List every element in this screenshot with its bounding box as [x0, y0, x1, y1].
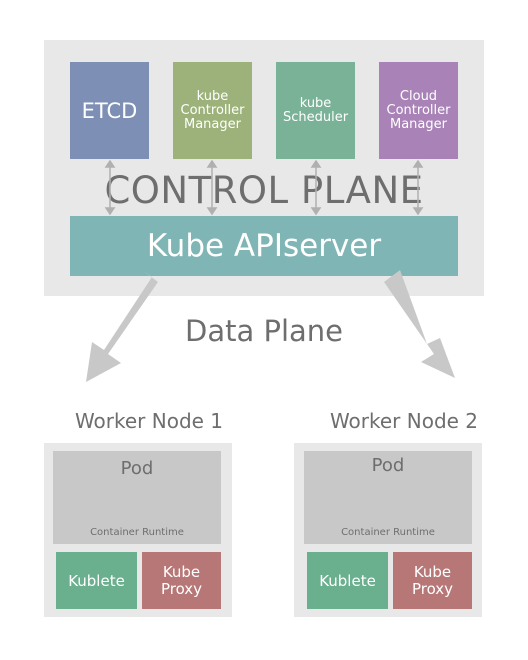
cloud-controller-manager-box: Cloud Controller Manager	[379, 62, 458, 159]
worker-node-2-kublete: Kublete	[307, 552, 388, 609]
worker-node-2-pod	[304, 451, 472, 544]
worker-node-1-pod-label: Pod	[120, 457, 154, 479]
etcd-connector-down-arrow	[104, 207, 116, 216]
worker-node-1-kublete: Kublete	[56, 552, 137, 609]
worker-node-1-kube-proxy: Kube Proxy	[142, 552, 221, 609]
worker-node-2-container-runtime: Container Runtime	[341, 526, 435, 538]
worker-node-1-pod	[53, 451, 221, 544]
kcm-connector-up-arrow	[206, 159, 218, 168]
scheduler-connector-up-arrow	[310, 159, 322, 168]
control-plane-label: CONTROL PLANE	[104, 168, 424, 212]
ccm-connector-down-arrow	[412, 207, 424, 216]
worker-node-1-container-runtime: Container Runtime	[90, 526, 184, 538]
kube-scheduler-box: kube Scheduler	[276, 62, 355, 159]
worker-node-2-pod-label: Pod	[371, 454, 405, 476]
component-api-connectors	[104, 159, 424, 216]
ccm-connector-up-arrow	[412, 159, 424, 168]
worker-node-2-title: Worker Node 2	[329, 409, 479, 433]
kube-controller-manager-box: kube Controller Manager	[173, 62, 252, 159]
kube-apiserver-box: Kube APIserver	[70, 216, 458, 276]
etcd-connector-up-arrow	[104, 159, 116, 168]
data-plane-arrows	[86, 270, 455, 382]
etcd-box: ETCD	[70, 62, 149, 159]
data-plane-label: Data Plane	[185, 314, 343, 348]
worker-node-2-kube-proxy: Kube Proxy	[393, 552, 472, 609]
kcm-connector-down-arrow	[206, 207, 218, 216]
worker-node-1-title: Worker Node 1	[74, 409, 224, 433]
scheduler-connector-down-arrow	[310, 207, 322, 216]
arrow-to-worker-node-1	[86, 270, 158, 382]
arrow-to-worker-node-2	[384, 270, 455, 378]
